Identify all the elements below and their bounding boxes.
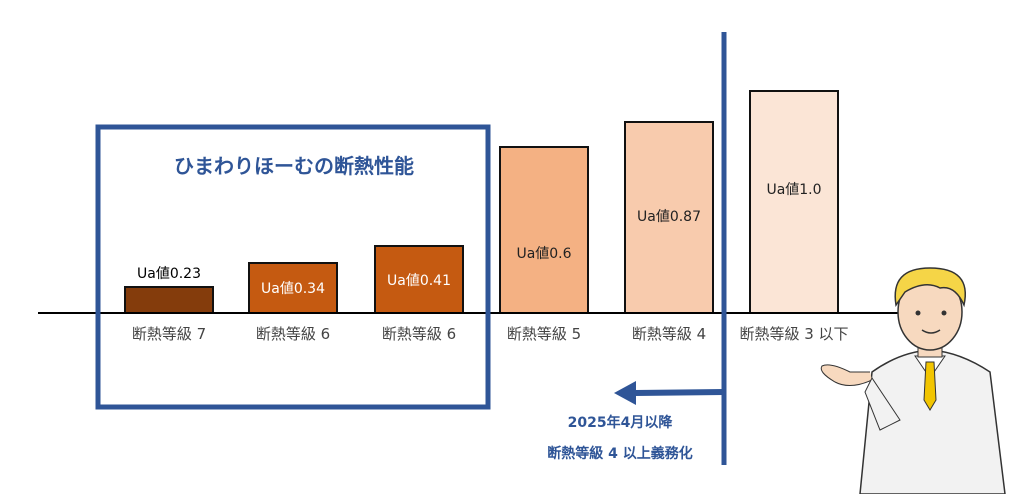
arrow-left-icon: [614, 381, 636, 405]
bar-value-label: Ua値0.34: [261, 281, 325, 297]
bar: [124, 286, 214, 314]
arrow-shaft: [629, 389, 725, 396]
bar-value-label: Ua値0.6: [516, 246, 572, 262]
bar: [499, 146, 589, 314]
category-label: 断熱等級 6: [381, 325, 457, 343]
category-label: 断熱等級 7: [131, 325, 207, 343]
bar: [624, 121, 714, 314]
mandate-date: 2025年4月以降: [567, 415, 673, 431]
bar: [374, 245, 464, 314]
category-label: 断熱等級 3 以下: [739, 325, 849, 343]
mandate-text: 断熱等級 4 以上義務化: [547, 446, 693, 462]
bar-value-label: Ua値0.87: [637, 209, 701, 225]
presenter-illustration: [820, 267, 1006, 494]
bar-value-label: Ua値1.0: [766, 182, 822, 198]
category-label: 断熱等級 5: [506, 325, 582, 343]
bar-value-label: Ua値0.41: [387, 272, 451, 289]
chart-title: ひまわりほーむの断熱性能: [174, 154, 414, 178]
bar: [749, 90, 839, 314]
category-label: 断熱等級 4: [631, 325, 707, 343]
highlight-box: [95, 124, 491, 410]
category-label: 断熱等級 6: [255, 325, 331, 343]
bar-value-label: Ua値0.23: [137, 266, 201, 282]
